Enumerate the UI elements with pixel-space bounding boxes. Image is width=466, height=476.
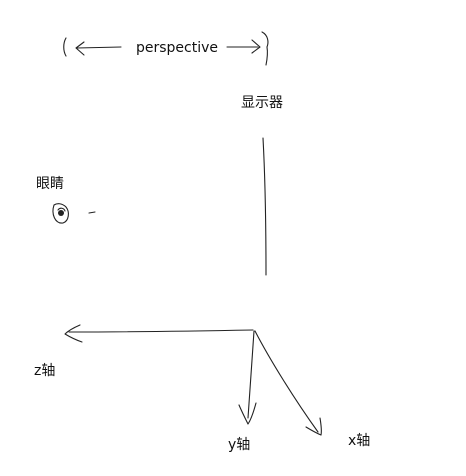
y-axis-line [247, 330, 255, 419]
z-axis-label: z轴 [34, 363, 56, 379]
z-axis-line [68, 329, 254, 333]
perspective-dimension [63, 31, 269, 66]
y-axis-label: y轴 [228, 437, 251, 453]
eye-icon [52, 203, 96, 224]
perspective-right-arrow [226, 39, 261, 54]
perspective-label: perspective [136, 40, 219, 56]
y-axis-arrowhead [238, 402, 257, 425]
perspective-left-bracket [63, 37, 67, 57]
monitor-line [262, 137, 267, 276]
x-axis-line [254, 330, 319, 433]
x-axis-arrowhead [305, 417, 322, 436]
perspective-left-arrow [75, 41, 122, 56]
axes [64, 324, 322, 436]
monitor-label: 显示器 [241, 95, 283, 111]
x-axis-label: x轴 [348, 433, 371, 449]
z-axis-arrowhead [64, 324, 83, 343]
perspective-right-bracket [261, 31, 269, 66]
eye-label: 眼睛 [36, 176, 64, 192]
